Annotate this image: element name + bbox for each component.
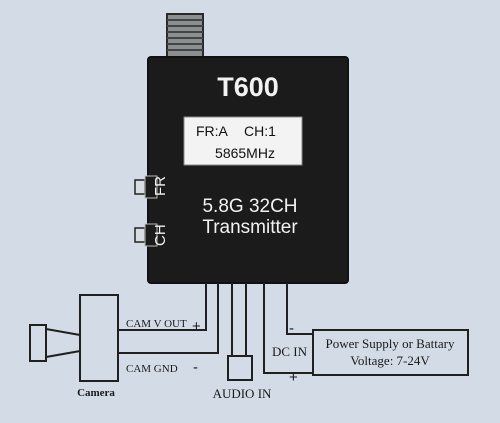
audio-jack-icon: [227, 355, 253, 381]
power-supply-line1: Power Supply or Battary: [326, 336, 455, 351]
fr-button[interactable]: FR: [134, 175, 169, 199]
ch-button-label: CH: [152, 224, 169, 246]
dc-in-label: DC IN: [272, 344, 308, 359]
lcd-frequency-band: FR:A: [196, 123, 229, 139]
ch-button[interactable]: CH: [134, 223, 169, 247]
lcd-channel: CH:1: [244, 123, 276, 139]
camera-icon: [29, 294, 119, 382]
band-label: 5.8G 32CH: [202, 196, 297, 217]
power-minus: -: [289, 320, 294, 337]
camera-label: Camera: [77, 387, 115, 399]
power-plus: +: [289, 369, 298, 386]
cam-v-out-plus: +: [192, 318, 201, 335]
cam-gnd-label: CAM GND: [126, 363, 178, 375]
power-supply-line2: Voltage: 7-24V: [350, 353, 430, 368]
power-supply-box: [312, 329, 469, 376]
model-title: T600: [217, 72, 279, 102]
fr-button-label: FR: [152, 176, 169, 196]
cam-v-out-label: CAM V OUT: [126, 318, 187, 330]
cam-gnd-minus: -: [193, 359, 198, 376]
transmitter-body: [147, 56, 349, 284]
type-label: Transmitter: [202, 217, 298, 238]
lcd-frequency: 5865MHz: [215, 145, 275, 161]
output-wires: [118, 283, 313, 374]
lcd-display: [183, 116, 303, 166]
audio-in-label: AUDIO IN: [213, 386, 272, 401]
antenna-icon: [166, 13, 204, 59]
